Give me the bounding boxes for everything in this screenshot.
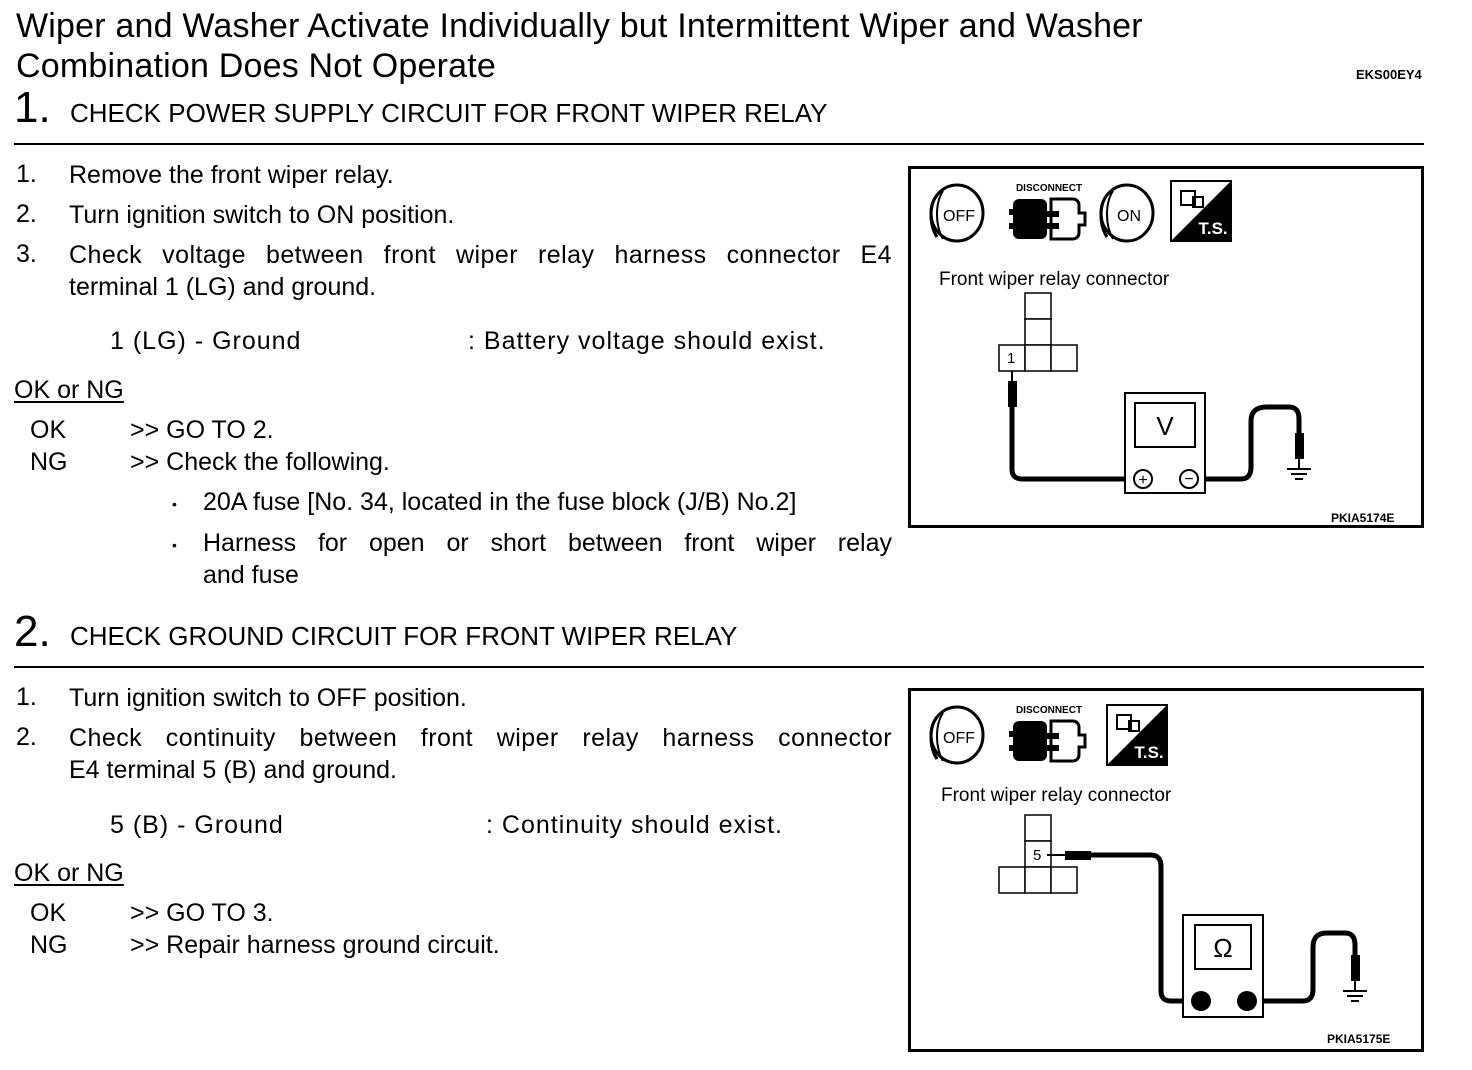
figure-1: OFF DISCONNECT ON T.S. Front wiper relay…: [908, 166, 1424, 528]
step-2-ok-ng-label: OK or NG: [14, 859, 124, 887]
disconnect-icon: DISCONNECT: [1009, 183, 1087, 241]
svg-text:+: +: [1138, 472, 1147, 489]
step-2-ok-action: >> GO TO 3.: [130, 899, 274, 927]
step-2-divider: [14, 666, 1424, 668]
step-1-ok-ng-label: OK or NG: [14, 376, 124, 404]
key-off-icon: OFF: [929, 705, 985, 765]
svg-text:Ω: Ω: [1213, 933, 1232, 963]
figure-1-diagram: OFF DISCONNECT ON T.S. Front wiper relay…: [929, 180, 1311, 494]
ts-icon: T.S.: [1106, 704, 1168, 766]
svg-text:T.S.: T.S.: [1134, 743, 1163, 762]
terminal-label: 1: [1007, 350, 1015, 367]
step-1-number: 1.: [14, 83, 51, 132]
step-1-item-1-number: 1.: [16, 160, 37, 188]
step-2-item-2-line-2: E4 terminal 5 (B) and ground.: [69, 756, 397, 784]
step-2-ng-action: >> Repair harness ground circuit.: [130, 931, 500, 959]
step-1-ng-action: >> Check the following.: [130, 448, 390, 476]
step-2-item-1-text: Turn ignition switch to OFF position.: [69, 684, 467, 712]
relay-connector: [998, 292, 1078, 372]
figure-1-code: PKIA5174E: [1331, 511, 1395, 525]
figure-1-connector-label: Front wiper relay connector: [939, 269, 1170, 290]
step-1-bullet-1-text: 20A fuse [No. 34, located in the fuse bl…: [203, 488, 797, 516]
figure-2-diagram: OFF DISCONNECT T.S. Front wiper relay co…: [929, 704, 1367, 1018]
test-lead: [1008, 371, 1311, 482]
figure-2: OFF DISCONNECT T.S. Front wiper relay co…: [908, 688, 1424, 1052]
step-1-ok-action: >> GO TO 2.: [130, 416, 274, 444]
key-on-icon: ON: [1099, 183, 1155, 243]
svg-text:OFF: OFF: [943, 208, 975, 225]
step-2-number: 2.: [14, 607, 51, 656]
svg-text:−: −: [1184, 471, 1193, 488]
svg-text:DISCONNECT: DISCONNECT: [1016, 705, 1082, 716]
step-1-heading: CHECK POWER SUPPLY CIRCUIT FOR FRONT WIP…: [70, 98, 828, 128]
figure-2-code: PKIA5175E: [1327, 1032, 1391, 1046]
step-1-ng-label: NG: [30, 448, 68, 476]
step-1-spec-result: : Battery voltage should exist.: [468, 327, 826, 355]
ts-icon: T.S.: [1170, 180, 1232, 242]
step-2-item-2-number: 2.: [16, 723, 37, 751]
page-title-line-1: Wiper and Washer Activate Individually b…: [16, 7, 1143, 45]
step-1-item-1-text: Remove the front wiper relay.: [69, 161, 394, 189]
step-1-item-2-number: 2.: [16, 200, 37, 228]
document-code: EKS00EY4: [1356, 67, 1422, 82]
key-off-icon: OFF: [929, 183, 985, 243]
step-2-item-1-number: 1.: [16, 683, 37, 711]
step-1-ok-label: OK: [30, 416, 67, 444]
step-2-spec-label: 5 (B) - Ground: [110, 811, 284, 839]
bullet-icon: •: [172, 496, 177, 512]
svg-text:V: V: [1156, 411, 1174, 441]
step-1-item-3-line-2: terminal 1 (LG) and ground.: [69, 273, 377, 301]
figure-2-connector-label: Front wiper relay connector: [941, 785, 1172, 806]
svg-text:T.S.: T.S.: [1198, 219, 1227, 238]
svg-text:DISCONNECT: DISCONNECT: [1016, 183, 1082, 194]
terminal-label: 5: [1033, 847, 1041, 864]
step-1-item-2-text: Turn ignition switch to ON position.: [69, 201, 455, 229]
step-1-bullet-2-line-1: Harness for open or short between front …: [203, 529, 892, 557]
step-2-heading: CHECK GROUND CIRCUIT FOR FRONT WIPER REL…: [70, 621, 738, 651]
svg-text:OFF: OFF: [943, 730, 975, 747]
step-1-divider: [14, 143, 1424, 145]
step-2-ok-label: OK: [30, 899, 67, 927]
ohmmeter: Ω: [1182, 914, 1264, 1018]
step-1-item-3-number: 3.: [16, 240, 37, 268]
step-1-bullet-2-line-2: and fuse: [203, 561, 299, 589]
voltmeter: V + −: [1124, 392, 1206, 494]
test-lead: [1047, 851, 1367, 1004]
step-1-item-3-line-1: Check voltage between front wiper relay …: [69, 241, 892, 269]
step-1-spec-label: 1 (LG) - Ground: [110, 327, 302, 355]
bullet-icon: •: [172, 537, 177, 553]
step-2-item-2-line-1: Check continuity between front wiper rel…: [69, 724, 892, 752]
step-2-spec-result: : Continuity should exist.: [486, 811, 783, 839]
disconnect-icon: DISCONNECT: [1009, 705, 1087, 763]
relay-connector: [998, 814, 1078, 894]
svg-text:ON: ON: [1117, 208, 1141, 225]
page-title-line-2: Combination Does Not Operate: [16, 47, 496, 85]
step-2-ng-label: NG: [30, 931, 68, 959]
